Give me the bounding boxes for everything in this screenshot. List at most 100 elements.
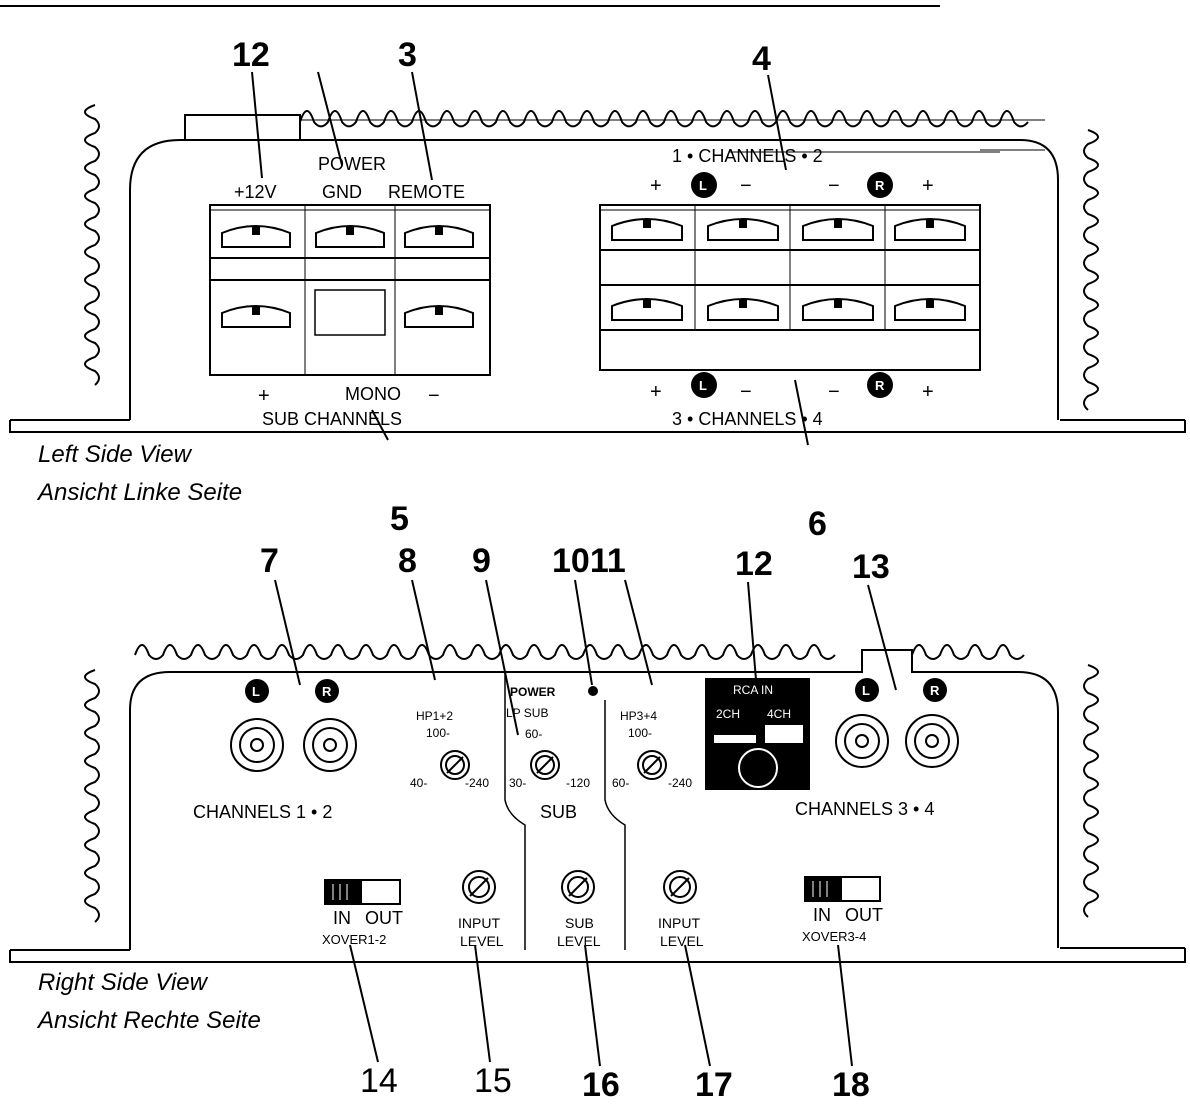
callout-5: 5 bbox=[390, 500, 409, 538]
left-side-view bbox=[9, 104, 1186, 433]
rca-in-label: RCA IN bbox=[733, 683, 773, 697]
label-lp-sub: LP SUB bbox=[506, 706, 548, 720]
callout-10-11: 1011 bbox=[552, 542, 626, 580]
input-level-knob-1[interactable] bbox=[462, 870, 496, 904]
callout-13: 13 bbox=[852, 548, 890, 586]
rca-jack-r[interactable] bbox=[303, 718, 357, 772]
top-leader-lines bbox=[251, 71, 809, 446]
hp34-scale-right: -240 bbox=[668, 776, 692, 790]
xover34-out: OUT bbox=[845, 905, 883, 925]
label-level-1: LEVEL bbox=[460, 933, 504, 949]
plus-4: + bbox=[922, 381, 934, 403]
top-inner-panel bbox=[129, 139, 1059, 420]
caption-ansicht-linke-seite: Ansicht Linke Seite bbox=[36, 479, 242, 506]
xover12-in: IN bbox=[333, 908, 351, 928]
caption-right-side-view: Right Side View bbox=[38, 969, 209, 996]
label-input-2: INPUT bbox=[658, 915, 700, 931]
rca-jack-l[interactable] bbox=[230, 718, 284, 772]
heatsink-fins-left-2 bbox=[84, 669, 100, 923]
left-channel-badge-2 bbox=[691, 372, 717, 398]
right-channel-badge-2 bbox=[867, 372, 893, 398]
label-level-2: LEVEL bbox=[660, 933, 704, 949]
left-channel-badge-2-text: L bbox=[699, 378, 707, 393]
callout-9: 9 bbox=[472, 542, 491, 580]
label-sub-channels: SUB CHANNELS bbox=[262, 409, 402, 429]
xover34-switch[interactable] bbox=[804, 876, 881, 902]
mono-minus: − bbox=[428, 385, 440, 407]
label-channels-3-4-rca: CHANNELS 3 • 4 bbox=[795, 799, 934, 819]
left-channel-badge bbox=[691, 172, 717, 198]
callout-16: 16 bbox=[582, 1066, 620, 1104]
rca-inputs-3-4: L R bbox=[835, 678, 959, 768]
right-channel-badge bbox=[867, 172, 893, 198]
hp12-scale-left: 40- bbox=[410, 776, 427, 790]
hp12-scale-right: -240 bbox=[465, 776, 489, 790]
xover12-out: OUT bbox=[365, 908, 403, 928]
xover12-switch[interactable] bbox=[324, 879, 401, 905]
label-12v: +12V bbox=[234, 182, 277, 202]
label-power: POWER bbox=[318, 154, 386, 174]
sub-level-knob[interactable] bbox=[561, 870, 595, 904]
lp-sub-knob[interactable] bbox=[530, 750, 560, 780]
callout-18: 18 bbox=[832, 1066, 870, 1104]
right-side-view bbox=[9, 644, 1186, 963]
callout-12-bottom: 12 bbox=[735, 545, 773, 583]
input-level-knob-2[interactable] bbox=[663, 870, 697, 904]
rca-jack-l-2[interactable] bbox=[835, 714, 889, 768]
label-input-1: INPUT bbox=[458, 915, 500, 931]
speaker-terminal-block bbox=[599, 204, 981, 371]
label-channels-1-2-rca: CHANNELS 1 • 2 bbox=[193, 802, 332, 822]
bottom-leader-lines bbox=[349, 944, 853, 1067]
rca-right-badge-2-text: R bbox=[930, 683, 940, 698]
label-xover34: XOVER3-4 bbox=[802, 929, 866, 944]
hp34-scale-top: 100- bbox=[628, 726, 652, 740]
left-channel-badge-text: L bbox=[699, 178, 707, 193]
label-gnd: GND bbox=[322, 182, 362, 202]
mid-leader-lines bbox=[274, 579, 897, 736]
minus-1: − bbox=[740, 175, 752, 197]
xover34-in: IN bbox=[813, 905, 831, 925]
plus-1: + bbox=[650, 175, 662, 197]
base-flange-2 bbox=[9, 948, 1186, 963]
callout-4: 4 bbox=[752, 40, 771, 78]
callout-17: 17 bbox=[695, 1066, 733, 1104]
rca-jack-r-2[interactable] bbox=[905, 714, 959, 768]
heatsink-fins-top bbox=[299, 110, 1029, 128]
plus-3: + bbox=[650, 381, 662, 403]
rca-2ch-label: 2CH bbox=[716, 707, 740, 721]
base-flange bbox=[9, 420, 1186, 433]
minus-3: − bbox=[740, 381, 752, 403]
hp12-knob[interactable] bbox=[440, 750, 470, 780]
hp34-knob[interactable] bbox=[637, 750, 667, 780]
callout-6: 6 bbox=[808, 505, 827, 543]
hp34-scale-left: 60- bbox=[612, 776, 629, 790]
label-sub-level-1: SUB bbox=[565, 915, 594, 931]
callout-15: 15 bbox=[474, 1062, 512, 1100]
rca-mode-switch[interactable] bbox=[765, 725, 803, 743]
rca-4ch-label: 4CH bbox=[767, 707, 791, 721]
heatsink-fins-right bbox=[1083, 129, 1099, 411]
lp-scale-left: 30- bbox=[509, 776, 526, 790]
minus-4: − bbox=[828, 381, 840, 403]
label-hp34: HP3+4 bbox=[620, 709, 657, 723]
right-channel-badge-2-text: R bbox=[875, 378, 885, 393]
label-remote: REMOTE bbox=[388, 182, 465, 202]
heatsink-fins-right-2 bbox=[1083, 664, 1099, 918]
heatsink-fins-left bbox=[84, 104, 100, 386]
callout-8: 8 bbox=[398, 542, 417, 580]
rca-right-badge-text: R bbox=[322, 684, 332, 699]
callout-14: 14 bbox=[360, 1062, 398, 1100]
lp-scale-right: -120 bbox=[566, 776, 590, 790]
callout-12-top: 12 bbox=[232, 36, 270, 74]
right-channel-badge-text: R bbox=[875, 178, 885, 193]
lp-scale-top: 60- bbox=[525, 727, 542, 741]
callout-7: 7 bbox=[260, 542, 279, 580]
heatsink-fins-top-2 bbox=[134, 644, 1025, 660]
label-channels-1-2: 1 • CHANNELS • 2 bbox=[672, 146, 823, 166]
bottom-inner-panel bbox=[129, 649, 1059, 950]
caption-ansicht-rechte-seite: Ansicht Rechte Seite bbox=[36, 1007, 261, 1034]
callout-3: 3 bbox=[398, 36, 417, 74]
label-xover12: XOVER1-2 bbox=[322, 932, 386, 947]
label-mono: MONO bbox=[345, 384, 401, 404]
